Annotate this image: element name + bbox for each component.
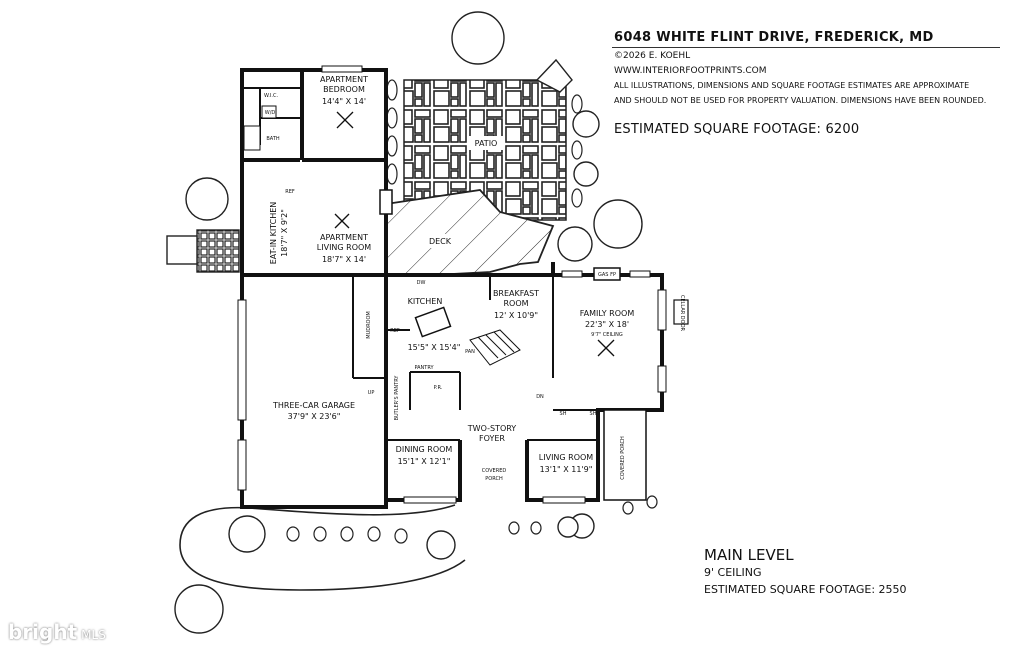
tree-left xyxy=(185,177,229,221)
garage-name: THREE-CAR GARAGE xyxy=(272,401,355,410)
side-covered-porch xyxy=(603,409,647,501)
ref-label-apt: REF xyxy=(285,189,295,195)
kitchen-island xyxy=(414,306,452,338)
gas-fp-label: GAS FP xyxy=(598,272,616,278)
logo-suffix: MLS xyxy=(81,628,106,642)
apt-bedroom-name1: APARTMENT xyxy=(320,75,368,84)
level-ceiling: 9' CEILING xyxy=(704,566,762,579)
stone-steps xyxy=(196,229,240,273)
copyright-text: ©2026 E. KOEHL xyxy=(614,51,691,61)
breakfast-name2: ROOM xyxy=(503,299,528,308)
kitchen-name: KITCHEN xyxy=(408,297,443,306)
estimated-total-sqft: ESTIMATED SQUARE FOOTAGE: 6200 xyxy=(614,122,860,137)
covered-porch-2: PORCH xyxy=(485,476,503,482)
ceiling-fans xyxy=(334,111,615,357)
disclaimer-line-2: AND SHOULD NOT BE USED FOR PROPERTY VALU… xyxy=(614,96,987,105)
family-room-ceiling: 9'7" CEILING xyxy=(591,332,623,338)
patio-label: PATIO xyxy=(475,139,498,148)
pantry-label: PANTRY xyxy=(414,365,434,371)
header-divider xyxy=(612,47,1000,48)
side-porch-label: COVERED PORCH xyxy=(620,436,626,480)
tree-front-2 xyxy=(228,515,266,553)
bath-label: BATH xyxy=(266,136,280,142)
up-label-garage: UP xyxy=(368,390,375,396)
shrub-r3 xyxy=(557,516,579,538)
covered-porch-1: COVERED xyxy=(482,468,507,474)
breakfast-dims: 12' X 10'9" xyxy=(494,311,538,320)
butlers-pantry-label: BUTLER'S PANTRY xyxy=(394,375,400,421)
disclaimer-line-1: ALL ILLUSTRATIONS, DIMENSIONS AND SQUARE… xyxy=(614,81,970,90)
shrub-r1 xyxy=(572,110,600,138)
kitchen-dims: 15'5" X 15'4" xyxy=(408,343,461,352)
living-room-dims: 13'1" X 11'9" xyxy=(540,465,593,474)
garage-dims: 37'9" X 23'6" xyxy=(288,412,341,421)
pan-label: PAN xyxy=(465,349,475,355)
tree-front-3 xyxy=(426,530,456,560)
level-title: MAIN LEVEL xyxy=(704,546,794,564)
sh-label-1: SH xyxy=(560,411,567,417)
family-room-dims: 22'3" X 18' xyxy=(585,320,629,329)
logo-brand: bright xyxy=(8,620,78,644)
apt-living-dims: 18'7" X 14' xyxy=(322,255,366,264)
room-labels: APARTMENT BEDROOM 14'4" X 14' W.I.C. W/D… xyxy=(264,75,634,482)
pr-label: P.R. xyxy=(434,385,443,391)
apt-bedroom-name2: BEDROOM xyxy=(323,85,365,94)
mudroom-label: MUDROOM xyxy=(366,311,372,338)
cellar-door-label: CELLAR DOOR xyxy=(679,295,685,332)
foyer-name1: TWO-STORY xyxy=(467,424,517,433)
property-address: 6048 WHITE FLINT DRIVE, FREDERICK, MD xyxy=(614,30,934,45)
driveway xyxy=(179,504,466,591)
staircase xyxy=(469,329,521,366)
eat-in-kitchen-dims: 18'7" X 9'2" xyxy=(280,209,289,257)
windows xyxy=(237,65,667,504)
tree-front-1 xyxy=(174,584,224,634)
level-sqft: ESTIMATED SQUARE FOOTAGE: 2550 xyxy=(704,583,907,596)
dw-label: DW xyxy=(417,280,426,286)
house-walls xyxy=(240,68,664,509)
dining-room-dims: 15'1" X 12'1" xyxy=(398,457,451,466)
apt-living-name2: LIVING ROOM xyxy=(317,243,372,252)
ref-label-kitchen: REF xyxy=(390,328,400,334)
sh-label-2: SH xyxy=(590,411,597,417)
wic-label: W.I.C. xyxy=(264,93,279,99)
living-room-name: LIVING ROOM xyxy=(539,453,594,462)
eat-in-kitchen-name: EAT-IN KITCHEN xyxy=(269,202,278,265)
family-room-name: FAMILY ROOM xyxy=(580,309,635,318)
deck-label: DECK xyxy=(429,237,452,246)
tree-right xyxy=(593,199,643,249)
cellar-door xyxy=(673,299,689,325)
tree-top xyxy=(451,11,505,65)
apt-bedroom-dims: 14'4" X 14' xyxy=(322,97,366,106)
shrub-r2 xyxy=(573,161,599,187)
shrub-right xyxy=(557,226,593,262)
interior-walls xyxy=(240,87,598,441)
website-text: WWW.INTERIORFOOTPRINTS.COM xyxy=(614,66,767,76)
dn-label: DN xyxy=(536,394,544,400)
wd-label: W/D xyxy=(265,110,276,116)
apt-living-name1: APARTMENT xyxy=(320,233,368,242)
landscape-trees xyxy=(174,11,643,634)
gas-fireplace xyxy=(593,267,621,281)
dining-room-name: DINING ROOM xyxy=(396,445,453,454)
foyer-name2: FOYER xyxy=(479,434,505,443)
breakfast-name1: BREAKFAST xyxy=(493,289,539,298)
